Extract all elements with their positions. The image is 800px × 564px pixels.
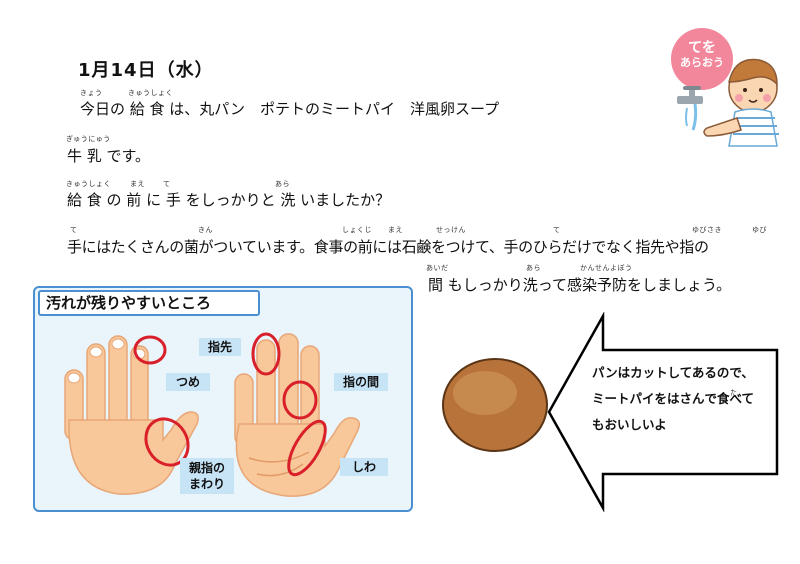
label-fingertips: 指先 xyxy=(199,338,241,356)
furigana: きょう xyxy=(80,89,103,97)
furigana: ゆびさき xyxy=(692,226,722,234)
label-thumb-line: 親指の xyxy=(188,461,225,475)
furigana: ゆび xyxy=(752,226,767,234)
label-wrinkles: しわ xyxy=(340,458,388,476)
furigana: せっけん xyxy=(436,226,466,234)
boy-washing-hands-illustration xyxy=(677,58,779,147)
badge-line: あらおう xyxy=(680,56,724,69)
bubble-line: パンはカットしてあるので、 xyxy=(592,365,754,380)
furigana: て xyxy=(163,180,171,188)
furigana: て xyxy=(70,226,78,234)
furigana: あら xyxy=(275,180,290,188)
date-heading: 1月14日（水） xyxy=(78,60,214,81)
hygiene-advice-line: 間 もしっかり洗って感染予防をしましょう。 xyxy=(428,276,732,294)
furigana: て xyxy=(553,226,561,234)
lunch-menu-line: 今日の 給 食 は、丸パン ポテトのミートパイ 洋風卵スープ xyxy=(80,100,500,118)
furigana: あいだ xyxy=(426,264,449,272)
label-between-fingers: 指の間 xyxy=(334,373,388,391)
furigana: まえ xyxy=(388,226,403,234)
furigana: かんせんよぼう xyxy=(580,264,633,272)
furigana: きん xyxy=(198,226,213,234)
bubble-line: もおいしいよ xyxy=(592,417,667,432)
bubble-text: パンはカットしてあるので、 ミートパイをはさんで食べて もおいしいよ xyxy=(592,360,754,438)
label-nails: つめ xyxy=(166,373,210,391)
furigana: た xyxy=(730,389,738,397)
lunch-menu-line: 牛 乳 です。 xyxy=(67,147,151,165)
hands-illustration xyxy=(64,332,360,497)
hand-back-icon xyxy=(64,335,199,495)
hygiene-advice-line: 手にはたくさんの菌がついています。食事の前には石鹸をつけて、手のひらだけでなく指… xyxy=(67,238,709,256)
bread-roll-illustration xyxy=(442,358,548,452)
handwash-question: 給 食 の 前 に 手 をしっかりと 洗 いましたか？ xyxy=(67,191,391,209)
furigana: あら xyxy=(526,264,541,272)
bubble-line: ミートパイをはさんで食べて xyxy=(592,391,755,406)
furigana: きゅうしょく xyxy=(128,89,173,97)
dirty-spot-markers xyxy=(133,332,327,477)
wash-hands-badge: てを あらおう xyxy=(671,28,733,90)
furigana: まえ xyxy=(130,180,145,188)
label-thumb-line: まわり xyxy=(188,477,225,491)
panel-title: 汚れが残りやすいところ xyxy=(38,290,260,316)
furigana: きゅうしょく xyxy=(66,180,111,188)
label-thumb-area: 親指の まわり xyxy=(180,458,234,494)
furigana: ぎゅうにゅう xyxy=(66,135,111,143)
furigana: しょくじ xyxy=(342,226,372,234)
speech-arrow xyxy=(547,312,779,512)
badge-line: てを xyxy=(688,40,716,56)
